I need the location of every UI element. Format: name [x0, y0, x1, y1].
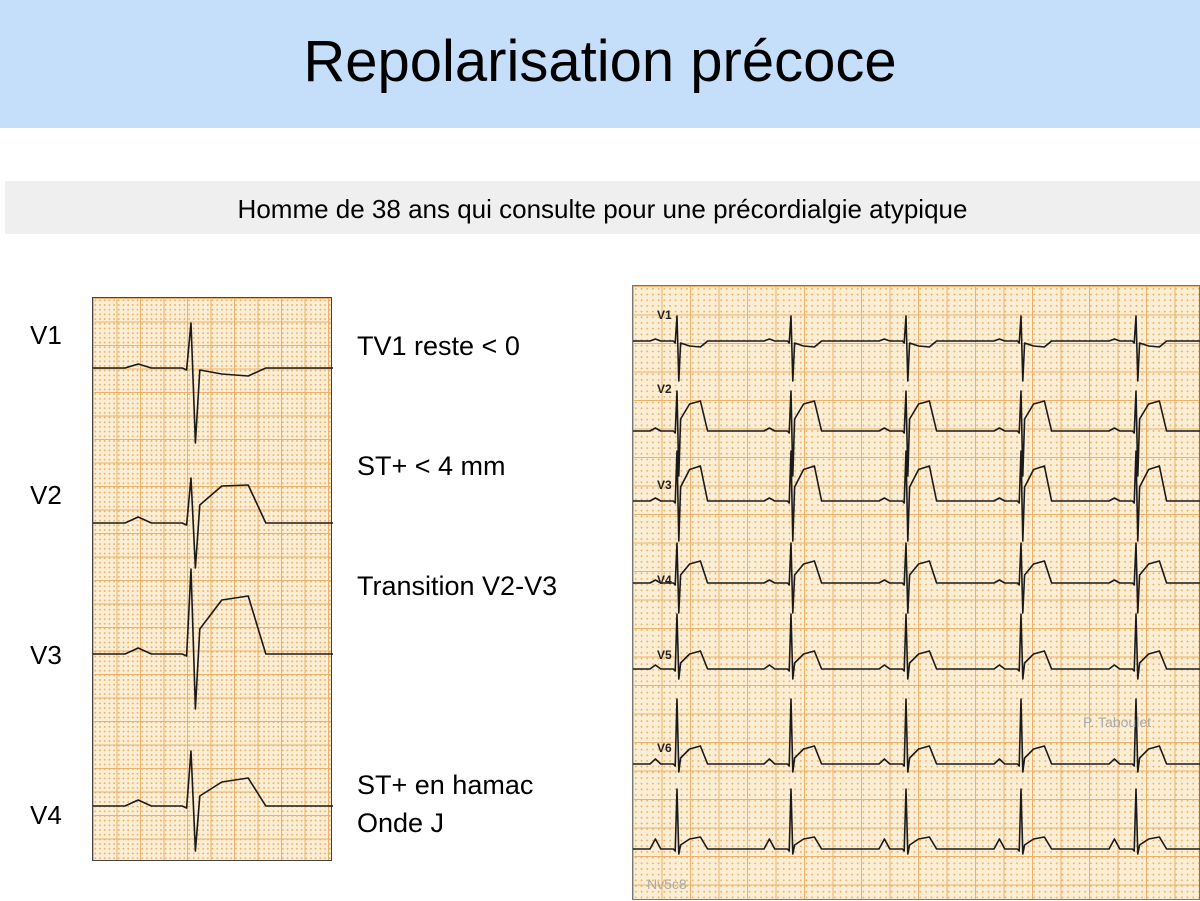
left-lead-label: V2	[30, 480, 62, 510]
ecg-trace-v4	[93, 750, 333, 852]
ecg-code: Nv5c8	[647, 876, 687, 892]
left-lead-label: V1	[30, 320, 62, 350]
ecg-trace-v1	[93, 322, 333, 444]
ecg-trace-v4	[633, 542, 1200, 614]
annotation: Onde J	[357, 808, 445, 838]
ecg-full-precordial: V1 V2 V3 V4 V5 V6 P. Taboulet Nv5c8	[632, 285, 1200, 900]
right-lead-label: V6	[657, 741, 672, 755]
subtitle-bar: Homme de 38 ans qui consulte pour une pr…	[5, 181, 1200, 234]
ecg-trace-v5	[633, 613, 1200, 680]
right-lead-label: V5	[657, 648, 672, 662]
author-watermark: P. Taboulet	[1083, 714, 1151, 730]
ecg-trace-v2	[633, 390, 1200, 477]
annotation: ST+ < 4 mm	[357, 451, 506, 481]
ecg-trace-v1	[633, 315, 1200, 382]
annotation: ST+ en hamac	[357, 770, 534, 800]
annotation: TV1 reste < 0	[357, 331, 520, 361]
ecg-trace-v3	[93, 568, 333, 710]
ecg-trace-v6	[633, 698, 1200, 773]
right-lead-label: V3	[657, 478, 672, 492]
ecg-traces	[93, 322, 333, 852]
ecg-traces	[633, 315, 1200, 855]
ecg-trace-v3	[633, 450, 1200, 542]
title-bar: Repolarisation précoce	[0, 0, 1200, 128]
right-lead-label: V2	[657, 382, 672, 396]
case-description: Homme de 38 ans qui consulte pour une pr…	[237, 194, 968, 224]
right-lead-label: V1	[657, 308, 672, 322]
slide-title: Repolarisation précoce	[303, 29, 897, 94]
ecg-strip-zoomed	[92, 297, 333, 861]
left-lead-label: V3	[30, 640, 62, 670]
ecg-trace-v2	[93, 477, 333, 569]
ecg-trace-rhythm	[633, 788, 1200, 855]
right-lead-label: V4	[657, 573, 672, 587]
left-lead-label: V4	[30, 800, 62, 830]
annotation: Transition V2-V3	[357, 571, 558, 601]
